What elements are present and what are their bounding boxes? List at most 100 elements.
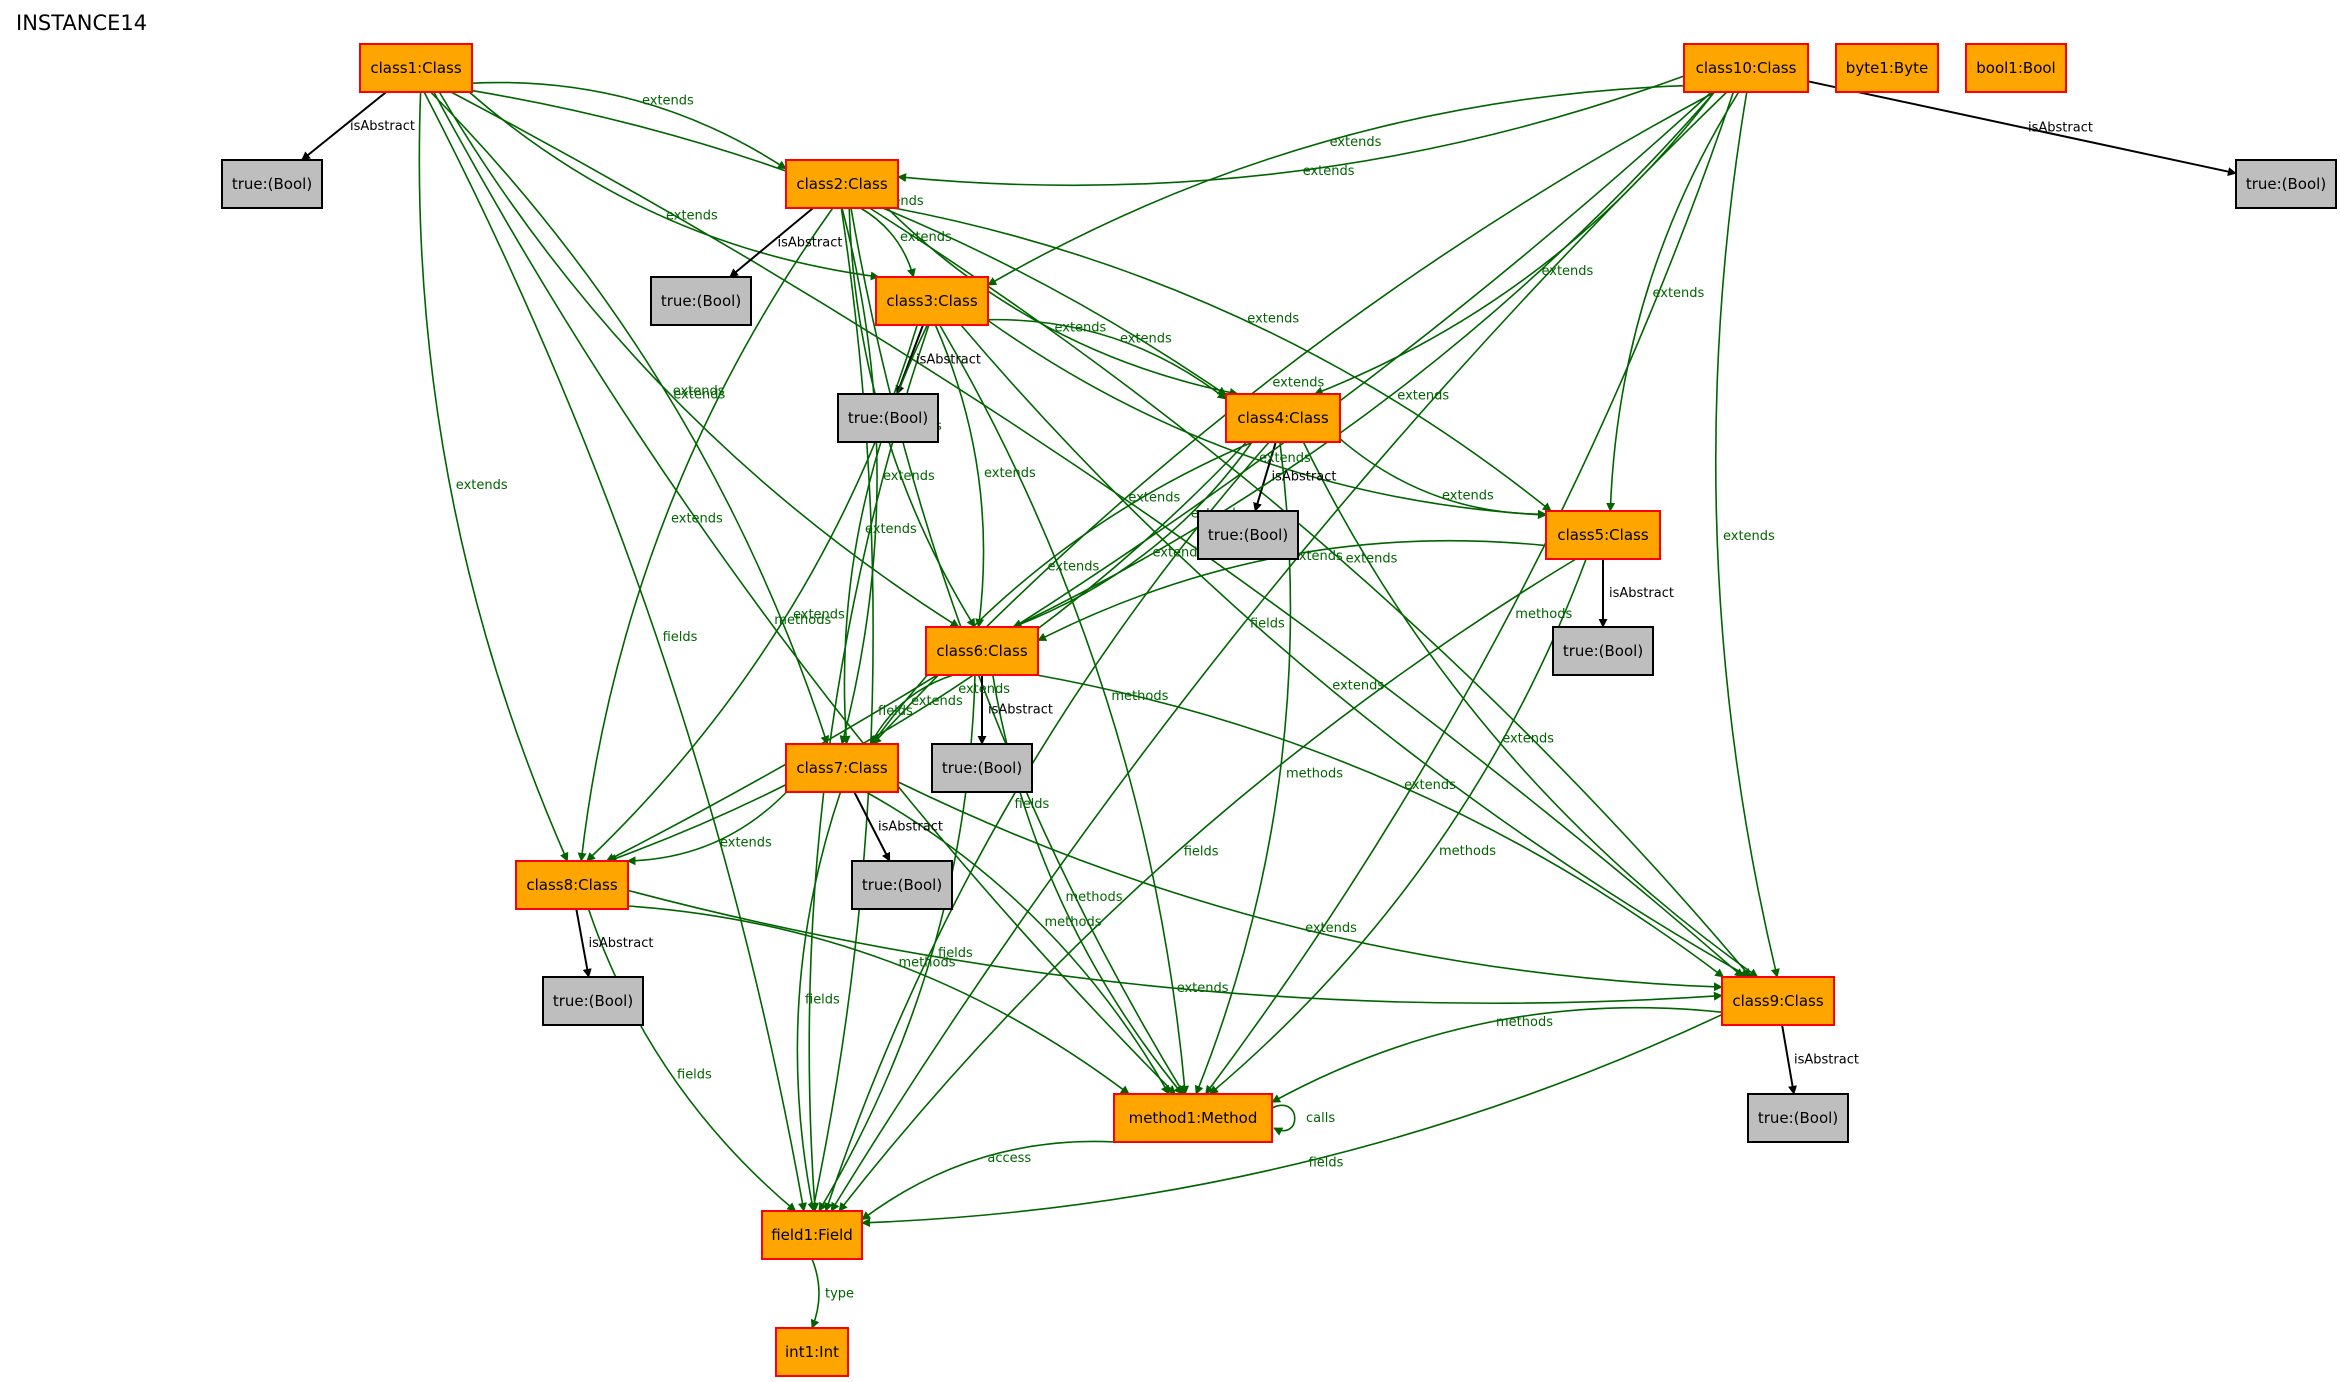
edge-label-extends: extends	[1291, 549, 1343, 564]
edge-label-fields: fields	[938, 946, 973, 961]
edge-class8-fields-field1	[587, 908, 797, 1212]
node-box-field1	[761, 1210, 863, 1260]
node-label-t2: true:(Bool)	[661, 292, 741, 310]
edge-label-extends: extends	[1330, 135, 1382, 150]
edge-label-extends: extends	[1332, 679, 1384, 694]
node-t6: true:(Bool)	[931, 743, 1033, 793]
edge-class3-extends-class5	[987, 319, 1547, 520]
node-box-class6	[925, 626, 1039, 676]
edge-label-isAbstract: isAbstract	[878, 820, 943, 835]
edge-label-fields: fields	[1184, 844, 1219, 859]
edge-label-extends: extends	[1404, 778, 1456, 793]
nodes-layer: class1:Classclass2:Classclass3:Classclas…	[221, 43, 2337, 1377]
edge-class1-extends-class3	[468, 91, 880, 281]
edge-class10-extends-class4	[1313, 91, 1715, 396]
node-box-t6	[931, 743, 1033, 793]
node-field1: field1:Field	[761, 1210, 863, 1260]
edge-label-extends: extends	[671, 511, 723, 526]
node-label-class1: class1:Class	[370, 59, 461, 77]
edge-class2-extends-class9	[869, 207, 1752, 978]
node-int1: int1:Int	[775, 1327, 849, 1377]
node-box-int1	[775, 1327, 849, 1377]
node-label-t3: true:(Bool)	[848, 409, 928, 427]
node-label-class2: class2:Class	[796, 175, 887, 193]
edge-class2-extends-class8	[577, 207, 834, 862]
edge-class3-extends-class4	[987, 318, 1227, 400]
edge-label-extends: extends	[673, 384, 725, 399]
edge-label-isAbstract: isAbstract	[916, 353, 981, 368]
edge-class4-isAbstract-t4	[1253, 441, 1277, 512]
edge-label-isAbstract: isAbstract	[988, 703, 1053, 718]
node-box-class4	[1225, 393, 1341, 443]
edge-method1-calls-method1	[1271, 1104, 1296, 1136]
edge-label-extends: extends	[1272, 375, 1324, 390]
edge-label-extends: extends	[1397, 388, 1449, 403]
node-label-method1: method1:Method	[1129, 1109, 1258, 1127]
node-class5: class5:Class	[1545, 510, 1661, 560]
edge-label-extends: extends	[1055, 321, 1107, 336]
edge-class9-fields-field1	[861, 1013, 1723, 1228]
edge-class4-extends-class7	[871, 441, 1254, 745]
edge-label-extends: extends	[1048, 560, 1100, 575]
node-t5: true:(Bool)	[1552, 626, 1654, 676]
edges-layer	[301, 75, 2237, 1329]
edge-class1-isAbstract-t1	[301, 91, 387, 161]
edge-label-extends: extends	[666, 209, 718, 224]
edge-class10-isAbstract-t10	[1807, 80, 2237, 176]
edge-label-methods: methods	[1045, 915, 1102, 930]
edge-class2-extends-class7	[839, 207, 878, 745]
edge-class10-extends-class8	[605, 91, 1713, 862]
node-bool1: bool1:Bool	[1965, 43, 2067, 93]
node-t3: true:(Bool)	[837, 393, 939, 443]
node-t8: true:(Bool)	[542, 976, 644, 1026]
edge-class3-extends-class7	[841, 324, 929, 745]
edge-label-fields: fields	[1309, 1156, 1344, 1171]
edge-class4-extends-class5	[1339, 438, 1547, 519]
node-box-t1	[221, 159, 323, 209]
edge-label-isAbstract: isAbstract	[350, 119, 415, 134]
node-box-t3	[837, 393, 939, 443]
edge-label-extends: extends	[1653, 286, 1705, 301]
edge-class3-extends-class6	[934, 324, 985, 628]
node-class6: class6:Class	[925, 626, 1039, 676]
edge-label-isAbstract: isAbstract	[1794, 1053, 1859, 1068]
edge-class1-methods-method1	[433, 91, 1176, 1095]
edge-class6-extends-class9	[1036, 674, 1725, 978]
edge-label-calls: calls	[1306, 1111, 1335, 1126]
edge-label-extends: extends	[1247, 312, 1299, 327]
edge-class4-extends-class8	[607, 441, 1248, 863]
node-class10: class10:Class	[1683, 43, 1809, 93]
node-label-t4: true:(Bool)	[1208, 526, 1288, 544]
node-class7: class7:Class	[785, 743, 899, 793]
edge-label-fields: fields	[878, 704, 913, 719]
edge-label-extends: extends	[720, 836, 772, 851]
edge-class7-methods-method1	[865, 791, 1170, 1095]
edge-class8-extends-class9	[627, 889, 1723, 1005]
node-t4: true:(Bool)	[1197, 510, 1299, 560]
node-t1: true:(Bool)	[221, 159, 323, 209]
edge-class7-fields-field1	[796, 791, 842, 1212]
edge-label-extends: extends	[1723, 529, 1775, 544]
edge-label-extends: extends	[793, 608, 845, 623]
edge-label-extends: extends	[984, 466, 1036, 481]
edge-class8-methods-method1	[627, 905, 1130, 1095]
node-box-t9	[1747, 1093, 1849, 1143]
node-label-t7: true:(Bool)	[862, 876, 942, 894]
edge-label-methods: methods	[1286, 766, 1343, 781]
edge-class5-methods-method1	[1209, 558, 1587, 1095]
edge-label-extends: extends	[673, 388, 725, 403]
edge-class7-isAbstract-t7	[853, 791, 891, 862]
edge-class1-extends-class9	[450, 91, 1744, 978]
node-box-bool1	[1965, 43, 2067, 93]
node-label-field1: field1:Field	[771, 1226, 853, 1244]
node-t7: true:(Bool)	[851, 860, 953, 910]
edge-class7-extends-class8	[626, 791, 788, 866]
edge-class6-extends-class7	[869, 674, 954, 745]
edge-label-type: type	[825, 1287, 854, 1302]
node-label-t5: true:(Bool)	[1563, 642, 1643, 660]
node-label-class7: class7:Class	[796, 759, 887, 777]
edge-class7-extends-class9	[897, 781, 1723, 992]
edge-label-fields: fields	[805, 993, 840, 1008]
node-t2: true:(Bool)	[650, 276, 752, 326]
